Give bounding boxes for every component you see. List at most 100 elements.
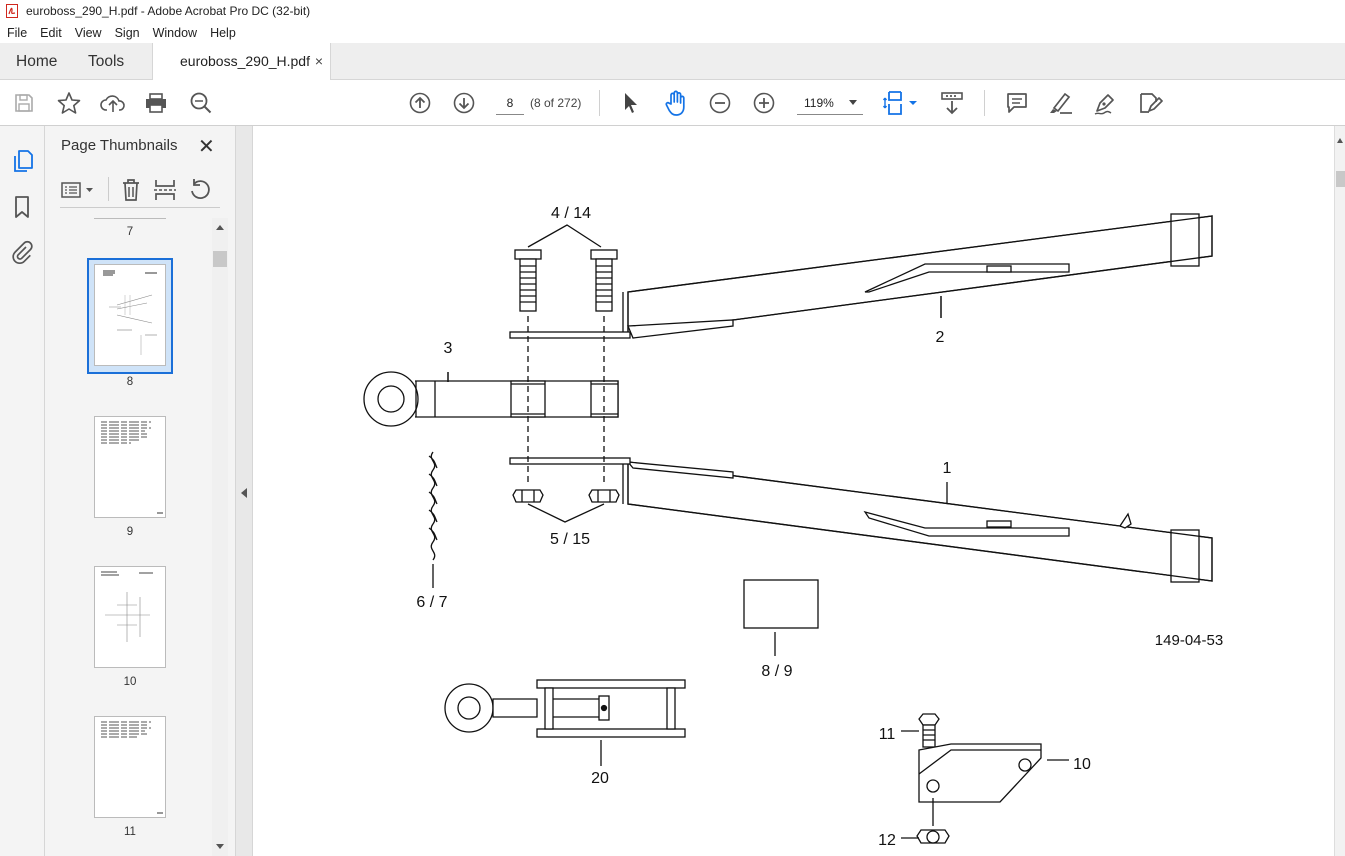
label-eye-bar: 3 [444, 340, 453, 357]
page-number-input[interactable]: 8 [496, 91, 524, 115]
label-lower-arm: 1 [943, 460, 952, 477]
page-thumbnails-tool[interactable] [11, 148, 35, 179]
scrolling-mode-button[interactable] [939, 80, 965, 126]
highlight-button[interactable] [1047, 80, 1075, 126]
insert-pages-icon [154, 180, 176, 200]
save-icon [15, 94, 33, 112]
thumbnail-page-7-edge [94, 218, 166, 219]
assembly-part [444, 679, 686, 766]
draw-button[interactable] [1092, 80, 1120, 126]
thumbnail-page-10[interactable] [94, 566, 166, 668]
nuts-part [512, 489, 620, 523]
thumbnail-label: 7 [126, 226, 134, 238]
menu-edit[interactable]: Edit [40, 25, 62, 40]
tab-tools[interactable]: Tools [88, 53, 125, 70]
thumbnail-preview [101, 421, 163, 514]
toolbar: 8 (8 of 272) 119% [0, 80, 1345, 126]
thumbnail-label: 10 [123, 676, 137, 688]
menu-sign[interactable]: Sign [114, 25, 140, 40]
thumbnail-label: 8 [126, 376, 134, 388]
document-view[interactable]: 4 / 14 2 3 1 5 / 15 6 / 7 8 / 9 149-04-5… [253, 126, 1334, 856]
thumbnail-page-8[interactable] [94, 264, 166, 366]
toolbar-divider [984, 90, 985, 116]
previous-page-button[interactable] [407, 80, 433, 126]
save-button[interactable] [12, 80, 36, 126]
zoom-level-select[interactable]: 119% [797, 91, 863, 115]
attachments-tool[interactable] [11, 239, 33, 270]
document-scrollbar[interactable] [1334, 126, 1345, 856]
fill-sign-button[interactable] [1136, 80, 1164, 126]
thumbnail-preview [101, 571, 153, 642]
arrow-down-circle-icon [453, 92, 475, 114]
page-thumbnails-panel: Page Thumbnails ✕ 7 8 9 10 [45, 126, 235, 856]
panel-toolbar [60, 174, 220, 208]
label-upper-arm: 2 [936, 329, 945, 346]
edit-document-icon [1140, 93, 1163, 113]
printer-icon [146, 93, 166, 113]
close-panel-icon[interactable]: ✕ [198, 136, 215, 158]
chevron-down-icon [849, 100, 857, 105]
rotate-page-button[interactable] [188, 178, 212, 207]
thumbnail-preview [101, 721, 163, 814]
close-tab-icon[interactable]: × [314, 53, 323, 69]
scroll-down-icon[interactable] [216, 844, 224, 849]
label-assembly: 20 [591, 770, 609, 787]
find-button[interactable] [188, 80, 214, 126]
hand-icon [665, 90, 685, 116]
thumbnail-page-11[interactable] [94, 716, 166, 818]
pen-icon [1094, 94, 1114, 115]
label-chain: 6 / 7 [416, 594, 447, 611]
bookmarks-tool[interactable] [11, 194, 33, 225]
comment-button[interactable] [1004, 80, 1030, 126]
bolts-part [514, 224, 618, 486]
thumbnail-page-9[interactable] [94, 416, 166, 518]
upper-arm-part [622, 213, 1213, 339]
print-button[interactable] [143, 80, 169, 126]
scroll-thumb[interactable] [1336, 171, 1345, 187]
options-menu-button[interactable] [60, 180, 96, 205]
menu-file[interactable]: File [7, 25, 28, 40]
title-bar: euroboss_290_H.pdf - Adobe Acrobat Pro D… [0, 0, 1345, 22]
tab-document[interactable]: euroboss_290_H.pdf × [152, 43, 331, 81]
hand-tool-button[interactable] [663, 80, 689, 126]
zoom-search-icon [190, 92, 212, 114]
delete-page-button[interactable] [120, 178, 142, 207]
panel-collapse-handle[interactable] [235, 126, 253, 856]
trash-icon [123, 179, 139, 201]
left-rail [0, 126, 45, 856]
scroll-up-icon[interactable] [216, 225, 224, 230]
zoom-out-button[interactable] [707, 80, 733, 126]
cloud-upload-icon [100, 95, 125, 112]
zoom-in-button[interactable] [751, 80, 777, 126]
menu-help[interactable]: Help [210, 25, 236, 40]
insert-page-button[interactable] [153, 178, 177, 207]
scroll-thumb[interactable] [213, 251, 227, 267]
menu-view[interactable]: View [74, 25, 102, 40]
label-bolts: 4 / 14 [551, 205, 591, 222]
page-count: (8 of 272) [530, 96, 582, 110]
next-page-button[interactable] [451, 80, 477, 126]
comment-icon [1007, 93, 1027, 113]
tab-bar: Home Tools euroboss_290_H.pdf × [0, 43, 1345, 81]
select-tool-button[interactable] [620, 80, 642, 126]
paperclip-icon [12, 240, 33, 264]
tab-home[interactable]: Home [16, 53, 58, 70]
plates-part [509, 331, 631, 465]
plate-assembly-part [901, 713, 1069, 844]
thumbnail-scrollbar[interactable] [212, 218, 228, 856]
menu-window[interactable]: Window [152, 25, 198, 40]
label-plate: 10 [1073, 756, 1091, 773]
bookmark-icon [15, 196, 29, 218]
scroll-up-icon[interactable] [1337, 138, 1343, 143]
toolbar-divider [599, 90, 600, 116]
tab-document-label: euroboss_290_H.pdf [180, 53, 310, 69]
upload-button[interactable] [100, 80, 126, 126]
scroll-down-icon [941, 92, 963, 115]
bookmark-star-button[interactable] [56, 80, 82, 126]
window-title: euroboss_290_H.pdf - Adobe Acrobat Pro D… [26, 4, 311, 18]
cursor-arrow-icon [625, 93, 637, 113]
highlighter-icon [1050, 92, 1072, 114]
parts-drawing: 4 / 14 2 3 1 5 / 15 6 / 7 8 / 9 149-04-5… [363, 205, 1223, 849]
drawing-reference: 149-04-53 [1155, 632, 1223, 649]
page-fit-button[interactable] [882, 80, 920, 126]
